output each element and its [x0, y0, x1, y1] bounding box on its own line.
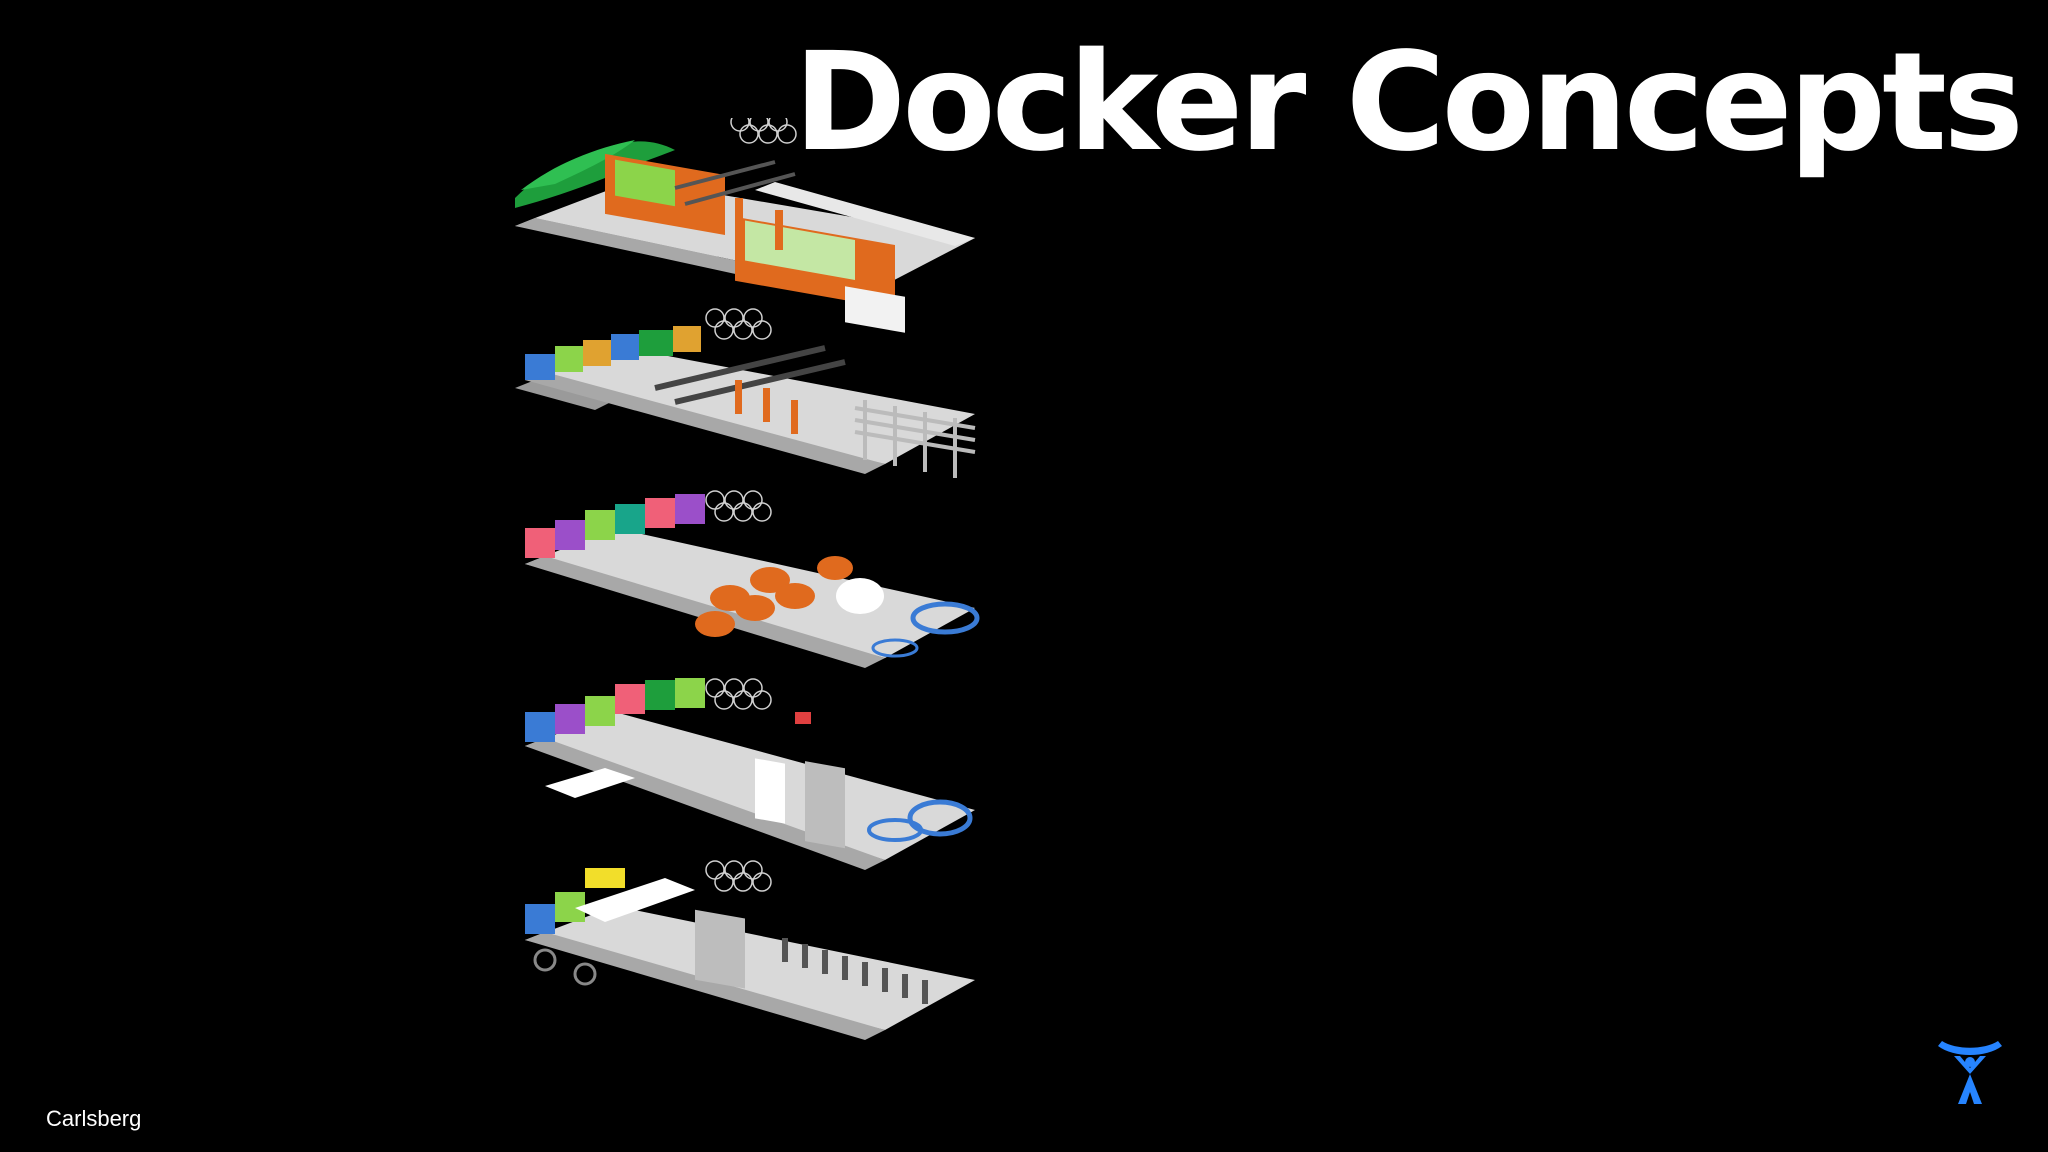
- floor-level-3: [525, 490, 980, 668]
- slide-title: Docker Concepts: [793, 24, 2024, 182]
- floor-level-2: [515, 308, 976, 478]
- floor-level-4: [525, 678, 975, 870]
- slide-caption: Carlsberg: [46, 1106, 142, 1131]
- floor-level-1: [515, 118, 975, 333]
- building-floors-illustration: [515, 118, 980, 1040]
- floor-level-5: [525, 860, 975, 1040]
- atlassian-logo-icon: [1938, 1041, 2002, 1104]
